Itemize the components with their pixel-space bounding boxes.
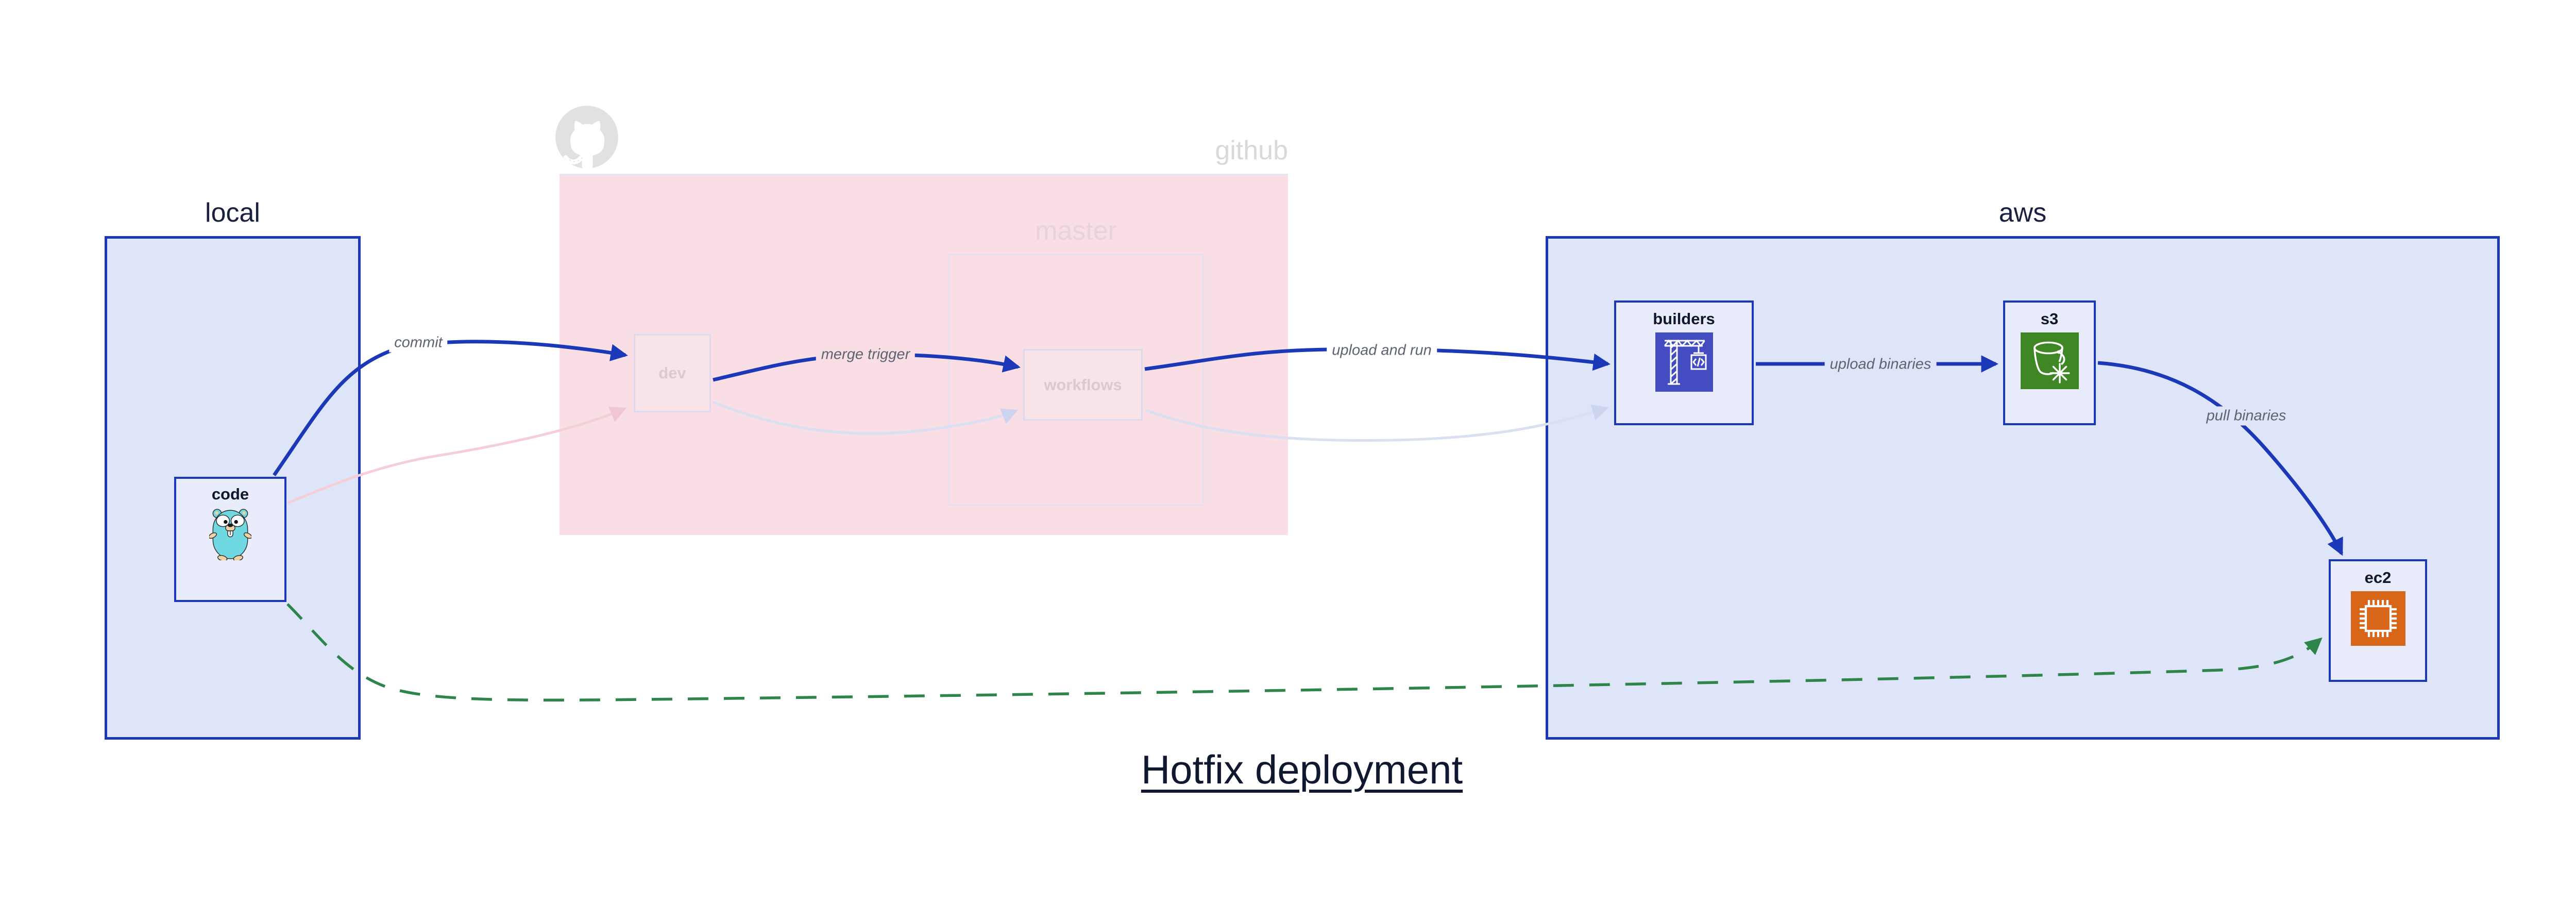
- node-label-workflows: workflows: [1044, 375, 1122, 394]
- node-label-s3: s3: [2040, 310, 2059, 328]
- diagram-title: Hotfix deployment: [1141, 747, 1463, 792]
- node-label-code: code: [211, 485, 249, 503]
- node-label-dev: dev: [658, 364, 686, 382]
- octocat-icon: [554, 105, 619, 170]
- node-ec2: ec2: [2329, 559, 2427, 682]
- edge-label-upload-and-run: upload and run: [1327, 341, 1437, 360]
- region-label-local: local: [205, 198, 260, 228]
- crane-container-icon: [1655, 332, 1713, 392]
- edge-label-commit: commit: [389, 333, 448, 353]
- cpu-chip-icon: [2350, 591, 2405, 646]
- edge-label-upload-binaries: upload binaries: [1824, 355, 1937, 374]
- region-label-master: master: [1035, 216, 1117, 246]
- glacier-bucket-icon: [2020, 332, 2079, 389]
- node-label-builders: builders: [1653, 310, 1715, 328]
- node-code: code: [174, 477, 286, 602]
- region-label-aws: aws: [1998, 198, 2047, 228]
- edge-label-merge-trigger: merge trigger: [816, 345, 916, 364]
- node-workflows: workflows: [1023, 349, 1143, 421]
- edge-label-pull-binaries: pull binaries: [2201, 406, 2292, 426]
- go-gopher-icon: [209, 508, 251, 560]
- node-label-ec2: ec2: [2364, 569, 2392, 587]
- region-label-github: github: [1215, 136, 1288, 165]
- node-builders: builders: [1614, 300, 1754, 425]
- node-dev: dev: [634, 334, 711, 412]
- node-s3: s3: [2003, 300, 2096, 425]
